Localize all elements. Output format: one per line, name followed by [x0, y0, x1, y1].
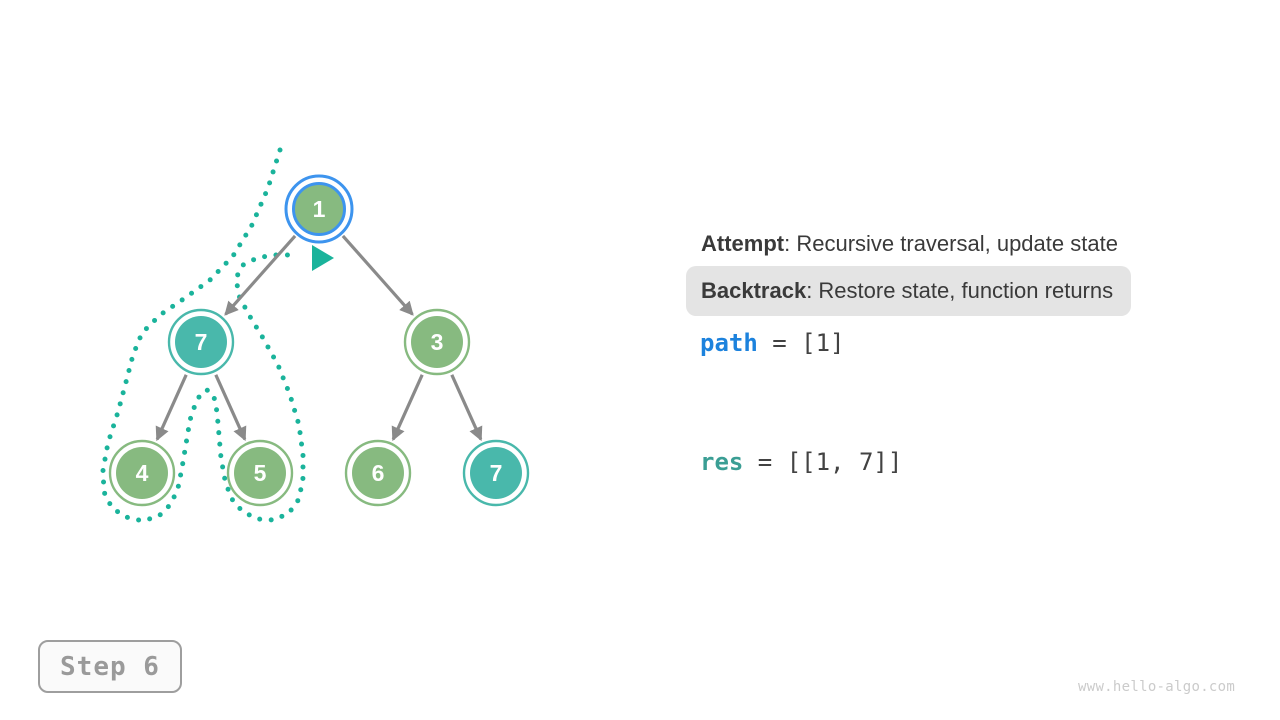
node-disc [175, 316, 227, 368]
node-disc [116, 447, 168, 499]
node-value-label: 7 [490, 460, 503, 486]
node-disc [352, 447, 404, 499]
attempt-label: Attempt [701, 231, 785, 256]
tree-node-leaf-4: 4 [108, 439, 176, 507]
step-badge: Step 6 [38, 640, 182, 693]
node-value-label: 7 [195, 329, 208, 355]
backtrack-text: : Restore state, function returns [806, 278, 1114, 303]
backtrack-trail-dotted-path [100, 147, 306, 524]
tree-node-leaf-7: 7 [462, 439, 530, 507]
tree-edges [155, 234, 483, 442]
tree-node-leaf-5: 5 [226, 439, 294, 507]
node-outer-ring [344, 439, 412, 507]
node-outer-ring [108, 439, 176, 507]
node-outer-ring [167, 308, 235, 376]
tree-node-right-child-3: 3 [403, 308, 471, 376]
tree-edge [341, 234, 414, 316]
node-disc [411, 316, 463, 368]
node-outer-ring [403, 308, 471, 376]
node-value-label: 5 [254, 460, 267, 486]
tree-nodes: 1 7 3 4 5 6 7 [108, 174, 530, 507]
node-disc [234, 447, 286, 499]
tree-edge [214, 374, 247, 442]
backtrack-caption: Backtrack: Restore state, function retur… [686, 266, 1132, 316]
res-variable-name: res [700, 448, 744, 476]
attempt-text: : Recursive traversal, update state [784, 231, 1118, 256]
tree-edge [224, 234, 297, 316]
tree-node-root-1: 1 [284, 174, 354, 244]
tree-edge [450, 374, 483, 442]
node-disc [470, 447, 522, 499]
attempt-caption: Attempt: Recursive traversal, update sta… [701, 231, 1118, 257]
backtrack-label: Backtrack [701, 278, 807, 303]
node-value-label: 1 [313, 196, 326, 222]
tree-node-left-child-7: 7 [167, 308, 235, 376]
node-outer-ring [226, 439, 294, 507]
path-variable-value: = [1] [757, 329, 845, 357]
path-variable-name: path [700, 329, 758, 357]
node-value-label: 4 [136, 460, 149, 486]
tree-edge [391, 374, 424, 442]
tree-edge [155, 374, 188, 442]
path-variable-line: path = [1] [700, 329, 845, 357]
res-variable-value: = [[1, 7]] [743, 448, 903, 476]
res-variable-line: res = [[1, 7]] [700, 448, 902, 476]
tree-node-leaf-6: 6 [344, 439, 412, 507]
step-badge-label: Step 6 [60, 651, 160, 682]
node-value-label: 3 [431, 329, 444, 355]
node-disc [292, 182, 346, 236]
node-outer-ring [284, 174, 354, 244]
node-outer-ring [462, 439, 530, 507]
backtrack-trail-arrowhead [312, 245, 334, 271]
watermark: www.hello-algo.com [1078, 679, 1236, 695]
node-value-label: 6 [372, 460, 385, 486]
